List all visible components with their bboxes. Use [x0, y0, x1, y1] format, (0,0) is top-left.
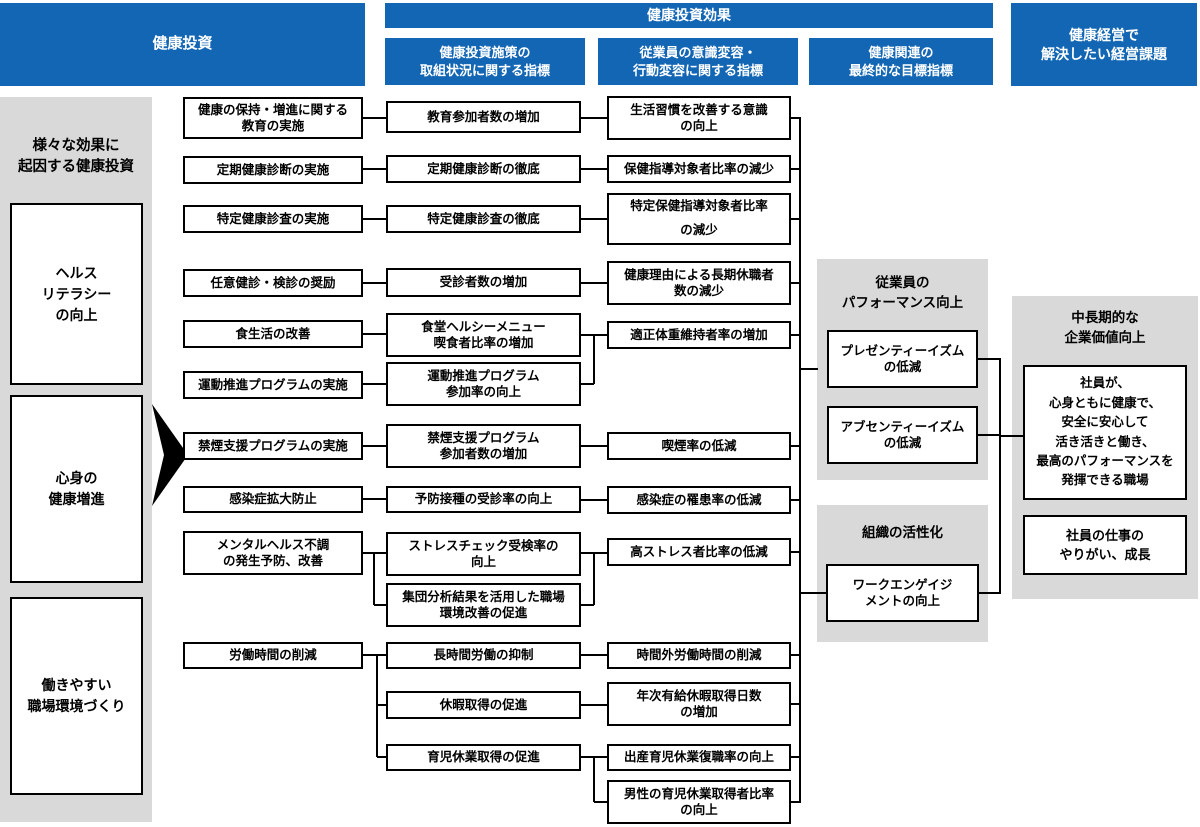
header-sub-initiatives: 健康投資施策の 取組状況に関する指標	[385, 38, 585, 85]
behavior-smoking-rate-decrease: 喫煙率の低減	[607, 432, 791, 460]
left-panel-title: 様々な効果に 起因する健康投資	[18, 138, 134, 176]
corporate-value-workplace-box: 社員が、 心身ともに健康で、 安全に安心して 活き活きと働き、 最高のパフォーマ…	[1023, 365, 1187, 500]
performance-panel-title: 従業員の パフォーマンス向上	[841, 275, 964, 310]
investment-periodic-checkup: 定期健康診断の実施	[183, 156, 363, 184]
header-sub-targets: 健康関連の 最終的な目標指標	[809, 38, 993, 85]
behavior-high-stress-decrease: 高ストレス者比率の低減	[607, 538, 791, 566]
investment-mental-health: メンタルヘルス不調 の発生予防、改善	[183, 531, 363, 575]
header-investment: 健康投資	[0, 3, 365, 86]
indicator-overwork-control: 長時間労働の抑制	[386, 642, 581, 669]
indicator-periodic-checkup-thorough: 定期健康診断の徹底	[386, 155, 581, 183]
investment-diet: 食生活の改善	[183, 320, 363, 348]
behavior-specific-guidance-decrease: 特定保健指導対象者比率 の減少	[607, 193, 791, 245]
indicator-examinees-increase: 受診者数の増加	[386, 268, 581, 297]
indicator-education-participants: 教育参加者数の増加	[386, 101, 581, 133]
behavior-maternity-return-rate: 出産育児休業復職率の向上	[607, 744, 791, 771]
investment-voluntary-checkup: 任意健診・検診の奨励	[183, 269, 363, 297]
indicator-leave-promotion: 休暇取得の促進	[386, 691, 581, 719]
indicator-group-analysis: 集団分析結果を活用した職場 環境改善の促進	[386, 583, 581, 627]
header-effect: 健康投資効果	[385, 3, 993, 28]
organization-panel-title: 組織の活性化	[862, 525, 943, 540]
behavior-overtime-decrease: 時間外労働時間の削減	[607, 642, 791, 669]
presenteeism-box: プレゼンティーイズム の低減	[827, 330, 978, 388]
corporate-value-title: 中長期的な 企業価値向上	[1064, 310, 1146, 345]
behavior-paid-leave-increase: 年次有給休暇取得日数 の増加	[607, 682, 791, 726]
indicator-childcare-leave-promotion: 育児休業取得の促進	[386, 744, 581, 771]
investment-infection-prevention: 感染症拡大防止	[183, 486, 363, 513]
indicator-exercise-participation: 運動推進プログラム 参加率の向上	[386, 362, 581, 406]
absenteeism-box: アブセンティーイズム の低減	[827, 406, 978, 464]
indicator-healthy-menu: 食堂ヘルシーメニュー 喫食者比率の増加	[386, 313, 581, 357]
left-panel-item-mind-body-health: 心身の 健康増進	[10, 395, 143, 583]
investment-specific-checkup: 特定健康診査の実施	[183, 205, 363, 233]
indicator-specific-checkup-thorough: 特定健康診査の徹底	[386, 205, 581, 233]
investment-education: 健康の保持・増進に関する 教育の実施	[183, 97, 363, 139]
investment-exercise-program: 運動推進プログラムの実施	[183, 371, 363, 399]
indicator-stress-check-rate: ストレスチェック受検率の 向上	[386, 532, 581, 576]
header-management-issues: 健康経営で 解決したい経営課題	[1011, 3, 1197, 86]
indicator-smoking-program-participants: 禁煙支援プログラム 参加者数の増加	[386, 424, 581, 468]
behavior-guidance-target-decrease: 保健指導対象者比率の減少	[607, 155, 791, 183]
left-panel-item-workplace-environment: 働きやすい 職場環境づくり	[10, 597, 143, 795]
work-engagement-box: ワークエンゲイジ メントの向上	[826, 564, 979, 622]
behavior-long-leave-decrease: 健康理由による長期休職者 数の減少	[607, 261, 791, 305]
header-sub-behavior: 従業員の意識変容・ 行動変容に関する指標	[598, 38, 798, 85]
indicator-vaccination-rate: 予防接種の受診率の向上	[386, 486, 581, 513]
behavior-infection-rate-decrease: 感染症の罹患率の低減	[607, 486, 791, 514]
left-panel-item-health-literacy: ヘルス リテラシー の向上	[10, 203, 143, 385]
investment-smoking-cessation: 禁煙支援プログラムの実施	[183, 432, 363, 460]
behavior-healthy-weight-increase: 適正体重維持者率の増加	[607, 321, 791, 349]
investment-working-hours: 労働時間の削減	[183, 642, 363, 669]
corporate-value-growth-box: 社員の仕事の やりがい、成長	[1023, 515, 1187, 575]
behavior-lifestyle-awareness: 生活習慣を改善する意識 の向上	[607, 96, 791, 140]
behavior-male-childcare-leave: 男性の育児休業取得者比率 の向上	[607, 780, 791, 824]
